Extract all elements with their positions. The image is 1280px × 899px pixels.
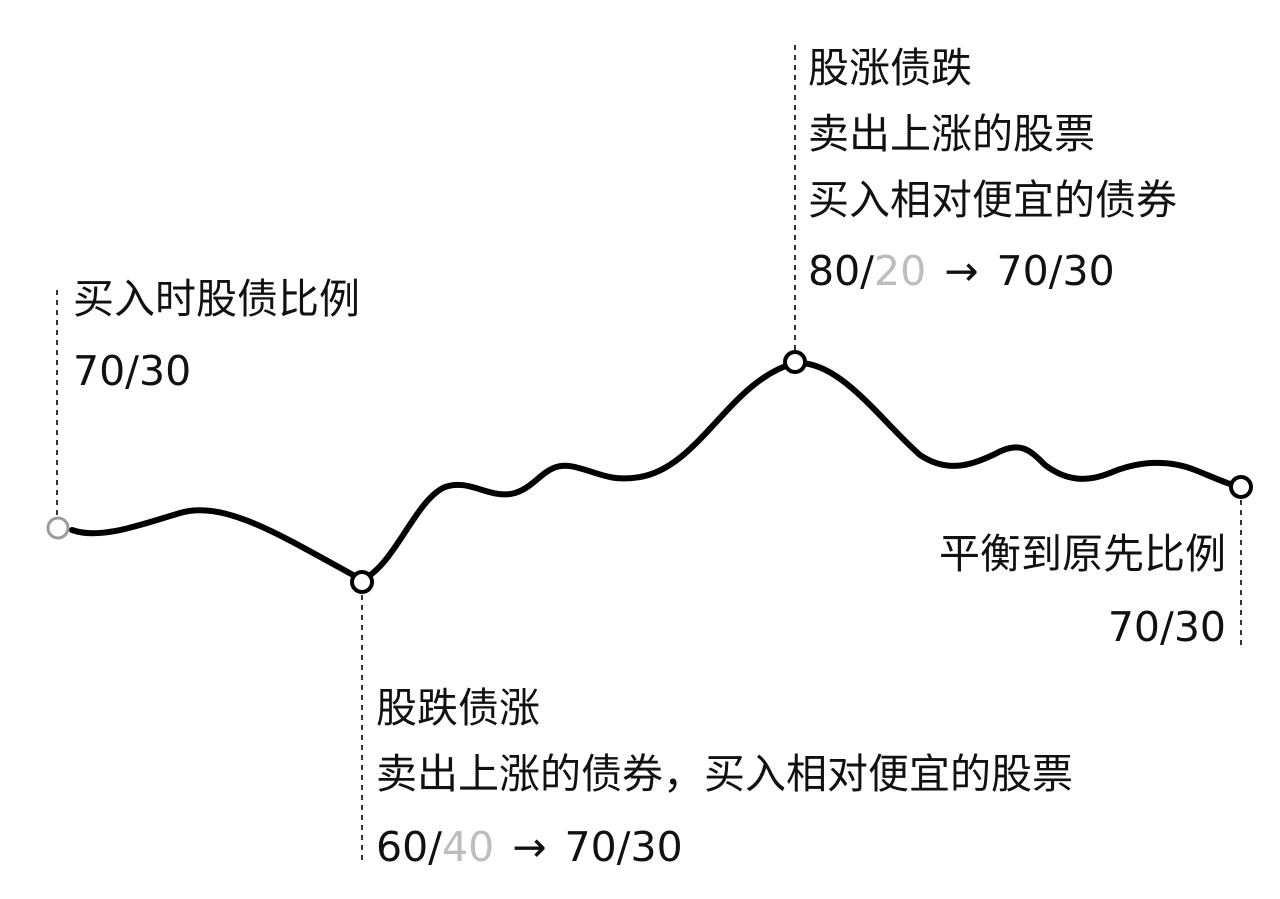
dip-title: 股跌债涨 xyxy=(376,684,540,732)
peak-action-line2: 买入相对便宜的债券 xyxy=(808,176,1177,224)
dip-ratio-to: 70/30 xyxy=(565,823,683,871)
peak-ratio-arrow: → xyxy=(944,247,978,295)
end-title: 平衡到原先比例 xyxy=(939,530,1226,578)
dip-ratio-arrow: → xyxy=(512,823,546,871)
peak-title: 股涨债跌 xyxy=(808,44,972,92)
peak-ratio-from-bond: 20 xyxy=(874,247,926,295)
peak-action-line1: 卖出上涨的股票 xyxy=(808,110,1095,158)
portfolio-path-line xyxy=(69,359,1244,583)
start-point-marker xyxy=(46,516,70,540)
peak-point-marker xyxy=(783,350,807,374)
peak-ratio: 80/20 → 70/30 xyxy=(808,247,1115,295)
start-ratio: 70/30 xyxy=(73,347,191,395)
dip-ratio-from-bond: 40 xyxy=(442,823,494,871)
start-title: 买入时股债比例 xyxy=(73,275,360,323)
dip-ratio: 60/40 → 70/30 xyxy=(376,823,683,871)
dip-ratio-from-stock: 60/ xyxy=(376,823,442,871)
end-ratio: 70/30 xyxy=(1108,603,1226,651)
end-point-marker xyxy=(1229,475,1253,499)
peak-ratio-to: 70/30 xyxy=(997,247,1115,295)
peak-ratio-from-stock: 80/ xyxy=(808,247,874,295)
dip-action: 卖出上涨的债券，买入相对便宜的股票 xyxy=(376,750,1073,798)
dip-point-marker xyxy=(350,570,374,594)
